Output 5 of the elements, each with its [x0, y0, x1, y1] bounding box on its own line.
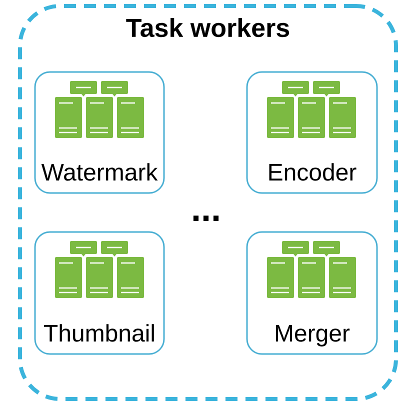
worker-box: Thumbnail — [34, 231, 165, 355]
ellipsis: ... — [193, 216, 219, 221]
worker-box: Merger — [246, 231, 378, 355]
worker-box: Encoder — [246, 71, 378, 194]
worker-box: Watermark — [34, 71, 165, 194]
